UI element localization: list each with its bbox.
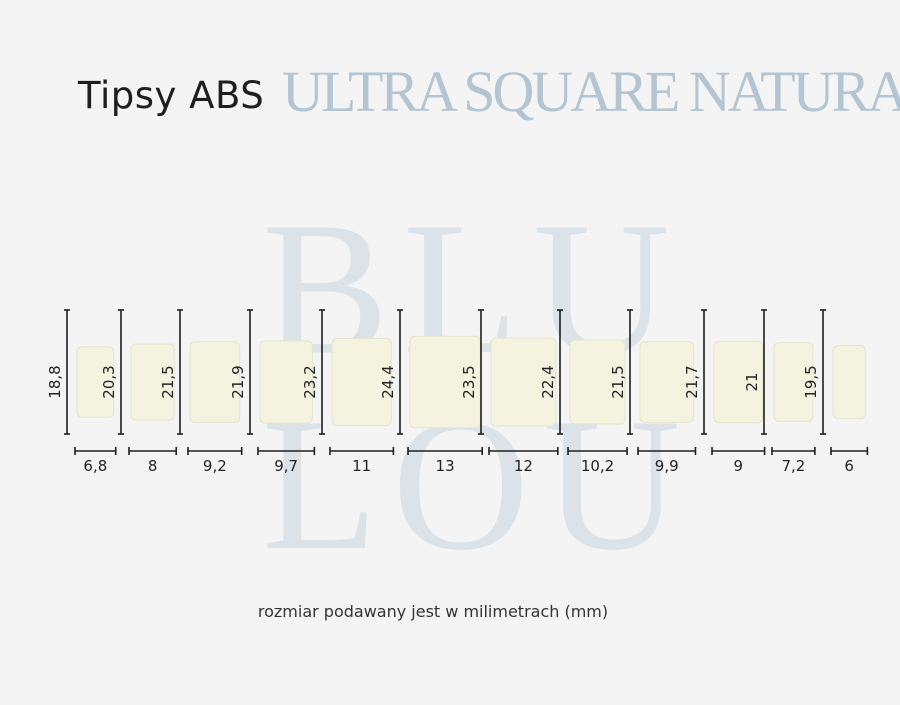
nail-tip — [832, 344, 866, 420]
nail-tip — [713, 340, 764, 424]
width-label: 6,8 — [83, 457, 107, 475]
length-label: 20,3 — [100, 365, 118, 398]
width-label: 13 — [436, 457, 455, 475]
length-label: 24,4 — [379, 365, 397, 398]
length-label: 21,5 — [159, 365, 177, 398]
length-label: 21,5 — [609, 365, 627, 398]
length-label: 19,5 — [802, 365, 820, 398]
width-label: 10,2 — [581, 457, 614, 475]
width-label: 9 — [734, 457, 744, 475]
nail-tip — [773, 342, 814, 422]
nail-tip — [76, 346, 115, 418]
width-label: 7,2 — [782, 457, 806, 475]
width-label: 8 — [148, 457, 158, 475]
width-label: 9,7 — [274, 457, 298, 475]
width-label: 9,2 — [203, 457, 227, 475]
nail-tip — [490, 337, 557, 427]
nail-tip — [331, 338, 392, 426]
width-label: 12 — [514, 457, 533, 475]
nail-tip — [189, 341, 241, 423]
width-label: 9,9 — [655, 457, 679, 475]
unit-footnote: rozmiar podawany jest w milimetrach (mm) — [257, 602, 609, 621]
length-label: 22,4 — [539, 365, 557, 398]
page-title: Tipsy ABS — [78, 74, 265, 117]
length-label: 23,5 — [460, 365, 478, 398]
nail-tip — [569, 339, 626, 425]
page-subtitle: ULTRA SQUARE NATURAL — [282, 59, 900, 124]
width-label: 11 — [352, 457, 371, 475]
nail-tip — [259, 340, 313, 424]
width-label: 6 — [844, 457, 854, 475]
nail-tip — [130, 343, 175, 421]
length-label: 21,9 — [229, 365, 247, 398]
nail-tip — [639, 341, 694, 423]
length-label: 21,7 — [683, 365, 701, 398]
length-label: 18,8 — [46, 365, 64, 398]
length-label: 23,2 — [301, 365, 319, 398]
length-label: 21 — [743, 372, 761, 391]
